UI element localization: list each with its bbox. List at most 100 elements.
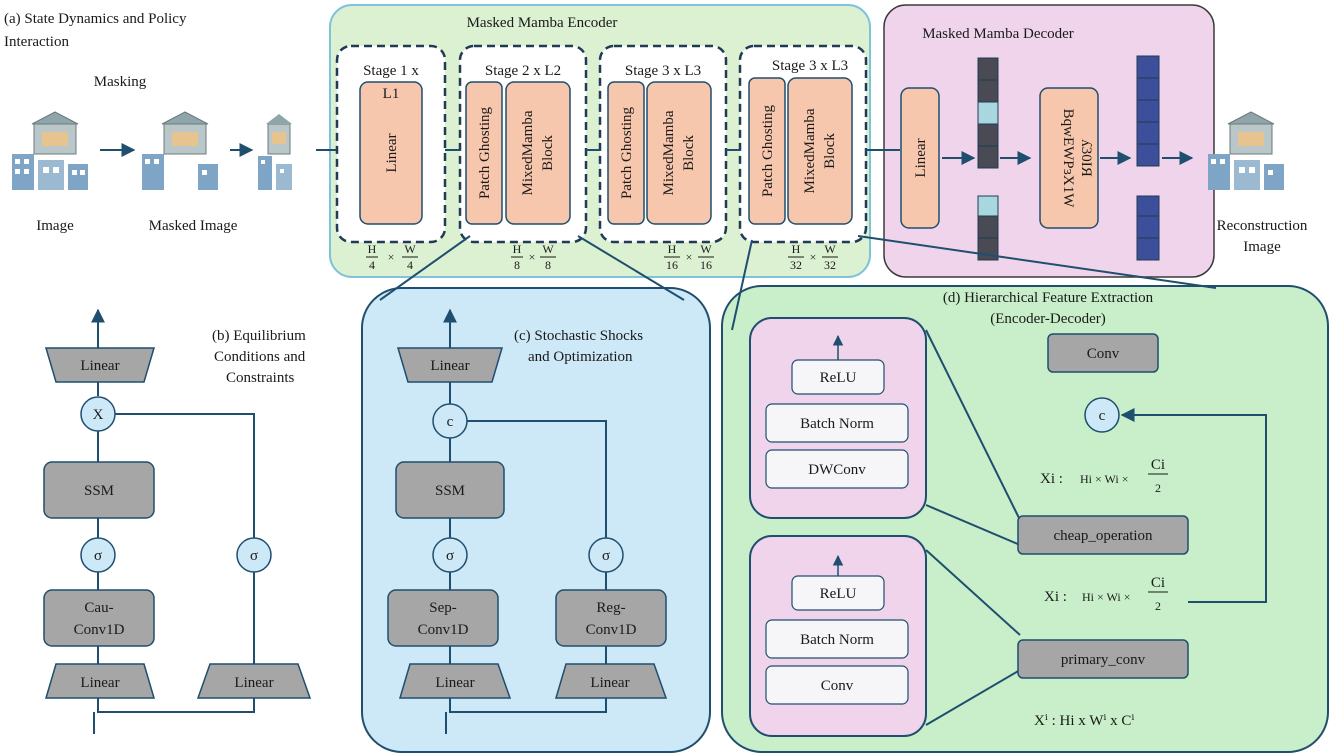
- d-concat-node: [1084, 397, 1120, 433]
- dim4-num2: W: [824, 242, 836, 256]
- stage2-mixedmamba-block: [505, 81, 571, 225]
- stage1-title: Stage 1 x: [363, 63, 419, 79]
- d-relu-bottom-label: ReLU: [820, 586, 857, 602]
- dim2-times: ×: [529, 250, 536, 264]
- b-linear-bottom-left-label: Linear: [80, 675, 119, 691]
- token-column-input: [977, 57, 999, 169]
- d-xi-top-expr: Hi × Wi ×: [1080, 472, 1129, 486]
- decoder-title: Masked Mamba Decoder: [922, 26, 1074, 42]
- c-input-path: [449, 698, 607, 713]
- dim-stage4: H 32 × W 32: [788, 242, 838, 272]
- masking-label: Masking: [94, 74, 147, 90]
- c-linear-top: [396, 347, 504, 383]
- d-xi-bottom-two: 2: [1155, 599, 1161, 613]
- stage1-linear-block: [359, 81, 423, 225]
- b-sigma-right-label: σ: [250, 548, 258, 564]
- b-input-path: [97, 698, 255, 713]
- d-xi-top-two: 2: [1155, 481, 1161, 495]
- c-sep-label-1: Sep-: [429, 600, 457, 616]
- c-reg-label-1: Reg-: [596, 600, 625, 616]
- d-primary-conv: [1017, 639, 1189, 679]
- zoom-cheap-bottom: [925, 504, 1021, 546]
- panel-a-title-1: (a) State Dynamics and Policy: [4, 11, 187, 27]
- decoder-mamba-block: [1039, 87, 1099, 229]
- zoom-line-d-left: [731, 239, 753, 331]
- decoder-mamba-label-1: BqwEWPɜX1W: [1060, 109, 1076, 209]
- b-multiply-label: X: [93, 407, 104, 423]
- b-linear-top-label: Linear: [80, 358, 119, 374]
- b-cau-label-2: Conv1D: [74, 622, 125, 638]
- c-linear-bottom-left-label: Linear: [435, 675, 474, 691]
- stage3-title: Stage 3 x L3: [625, 63, 701, 79]
- panel-b-title-2: Conditions and: [214, 349, 306, 365]
- city-image-icon: [12, 111, 88, 190]
- decoder-linear-label: Linear: [913, 138, 929, 177]
- b-ssm-label: SSM: [84, 483, 114, 499]
- dim-stage1: H 4 × W 4: [366, 242, 418, 272]
- c-concat-label: c: [447, 414, 454, 430]
- d-xi-expression-bottom: Xi : Hi × Wi × Ci 2: [1044, 575, 1168, 613]
- d-primary-conv-label: primary_conv: [1061, 652, 1146, 668]
- d-skip-path: [1120, 408, 1267, 603]
- stage1-linear-label: Linear: [384, 133, 400, 172]
- c-sigma-right-label: σ: [602, 548, 610, 564]
- panel-a-title-2: Interaction: [4, 34, 69, 50]
- dim1-times: ×: [388, 250, 395, 264]
- zoom-line-d-right: [857, 235, 1217, 289]
- dim-stage2: H 8 × W 8: [511, 242, 556, 272]
- dim3-den1: 16: [666, 258, 678, 272]
- d-xi-expression-top: Xi : Hi × Wi × Ci 2: [1040, 457, 1168, 495]
- zoom-primary-top: [925, 549, 1021, 636]
- stage1-subtitle: L1: [383, 86, 400, 102]
- d-conv-top-label: Conv: [1087, 346, 1120, 362]
- d-xi-bottom-expr: Hi × Wi ×: [1082, 590, 1131, 604]
- c-linear-bottom-left: [398, 663, 512, 699]
- c-sep-conv-block: [387, 589, 499, 647]
- panel-b-title-3: Constraints: [226, 370, 294, 386]
- d-batchnorm-bottom-label: Batch Norm: [800, 632, 874, 648]
- stage4-mixedmamba-block: [787, 77, 853, 225]
- dim1-num1: H: [368, 242, 377, 256]
- panel-b-title-1: (b) Equilibrium: [212, 328, 306, 344]
- stage2-patch-ghosting-label: Patch Ghosting: [477, 106, 493, 199]
- panel-d-title-2: (Encoder-Decoder): [990, 311, 1105, 327]
- b-linear-bottom-right-label: Linear: [234, 675, 273, 691]
- dim3-num1: H: [668, 242, 677, 256]
- c-gate-path: [467, 420, 607, 538]
- d-batchnorm-top: [765, 403, 909, 443]
- d-cheap-operation: [1017, 515, 1189, 555]
- c-ssm-label: SSM: [435, 483, 465, 499]
- c-linear-bottom-right-label: Linear: [590, 675, 629, 691]
- dim4-times: ×: [810, 250, 817, 264]
- c-sigma-left-label: σ: [446, 548, 454, 564]
- zoom-line-c-left: [379, 235, 471, 301]
- reconstruction-label-2: Image: [1243, 239, 1281, 255]
- dim1-den2: 4: [407, 258, 413, 272]
- stage3-mixedmamba-label-1: MixedMamba: [661, 110, 677, 195]
- dim4-num1: H: [792, 242, 801, 256]
- d-conv-top: [1047, 333, 1159, 373]
- d-xi-top-label: Xi :: [1040, 471, 1063, 487]
- stage4-patch-ghosting: [748, 77, 786, 225]
- d-xi-bottom-label: Xi :: [1044, 589, 1067, 605]
- b-gate-path: [115, 413, 255, 538]
- c-linear-bottom-right: [554, 663, 668, 699]
- zoom-cheap-top: [925, 329, 1021, 521]
- panel-c-title-2: and Optimization: [528, 349, 633, 365]
- d-relu-bottom: [791, 575, 885, 611]
- image-label: Image: [36, 218, 74, 234]
- d-relu-top-label: ReLU: [820, 370, 857, 386]
- dim2-num1: H: [513, 242, 522, 256]
- masked-image-icon: [142, 111, 218, 190]
- c-linear-top-label: Linear: [430, 358, 469, 374]
- d-bottom-expression: Xⁱ : Hi x Wⁱ x Cⁱ: [1034, 713, 1134, 729]
- masked-patches-icon: [258, 114, 292, 190]
- d-conv-small-label: Conv: [821, 678, 854, 694]
- reconstruction-image-icon: [1208, 111, 1284, 190]
- dim3-times: ×: [686, 250, 693, 264]
- dim-stage3: H 16 × W 16: [664, 242, 714, 272]
- panel-d-title-1: (d) Hierarchical Feature Extraction: [943, 290, 1154, 306]
- d-conv-small: [765, 665, 909, 705]
- dim4-den1: 32: [790, 258, 802, 272]
